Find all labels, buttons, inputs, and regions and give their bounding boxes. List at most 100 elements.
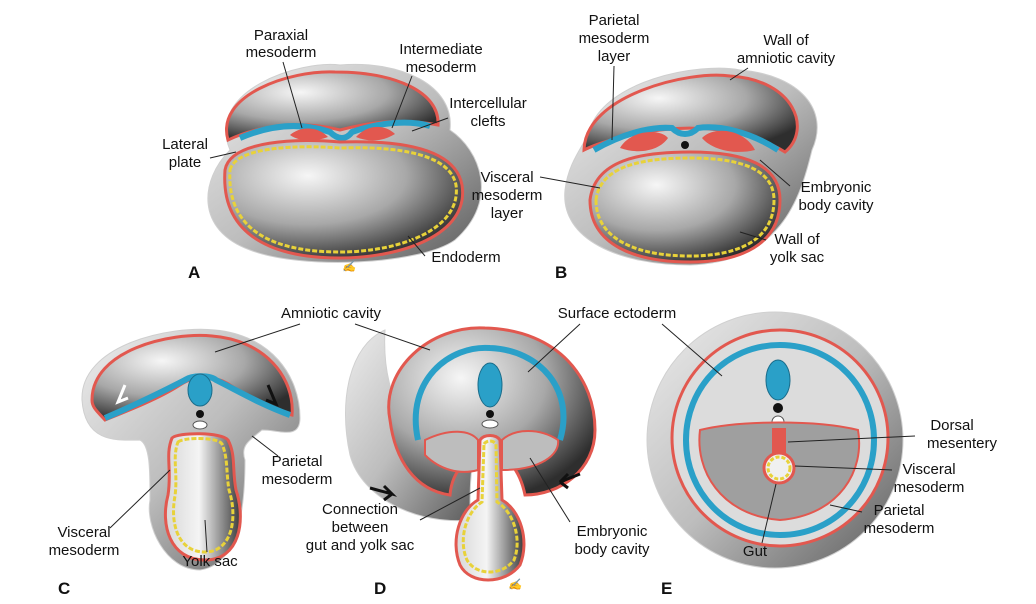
label-b-parietal-2: mesoderm (579, 30, 650, 47)
panel-b-notochord (681, 141, 689, 149)
svg-text:mesentery: mesentery (927, 435, 998, 452)
svg-text:body cavity: body cavity (574, 541, 650, 558)
svg-text:mesoderm: mesoderm (49, 542, 120, 559)
label-a-clefts-1: Intercellular (449, 95, 527, 112)
label-b-visceral-2: mesoderm (472, 187, 543, 204)
label-e-dorsal-1: Dorsal (930, 417, 973, 434)
label-c-parietal-1: Parietal (272, 453, 323, 470)
label-surface-ectoderm: Surface ectoderm (558, 305, 676, 322)
panel-e (646, 311, 904, 569)
panel-c (81, 328, 301, 571)
panel-e-notochord (773, 403, 783, 413)
panel-e-neural-tube (765, 359, 791, 401)
panel-e-labels: Dorsal mesentery Visceral mesoderm Parie… (661, 417, 998, 598)
panel-c-notochord (196, 410, 204, 418)
label-b-yolk-wall-2: yolk sac (770, 249, 825, 266)
svg-text:mesoderm: mesoderm (406, 59, 477, 76)
label-b-visceral-3: layer (491, 205, 524, 222)
leader-c-visceral (109, 469, 171, 529)
svg-text:mesoderm: mesoderm (262, 471, 333, 488)
svg-text:clefts: clefts (470, 113, 505, 130)
label-a-lateral-2: plate (169, 154, 202, 171)
label-b-amnion-wall-1: Wall of (763, 32, 809, 49)
panel-b-letter: B (555, 263, 567, 282)
svg-text:between: between (332, 519, 389, 536)
panel-c-endoderm (172, 437, 235, 554)
svg-text:Lateral: Lateral (162, 136, 208, 153)
svg-text:mesoderm: mesoderm (894, 479, 965, 496)
panel-d-arrow-right (558, 472, 581, 490)
label-e-gut: Gut (743, 543, 768, 560)
label-b-visceral-1: Visceral (480, 169, 533, 186)
label-e-dorsal-2: mesentery (927, 435, 998, 452)
label-a-paraxial-1: Paraxial (254, 27, 308, 44)
label-amniotic-cavity: Amniotic cavity (281, 305, 382, 322)
panel-e-ectoderm (682, 341, 878, 539)
panel-d-gut-stalk (454, 434, 526, 582)
label-d-connection-3: gut and yolk sac (306, 537, 415, 554)
svg-text:Intercellular: Intercellular (449, 95, 527, 112)
leader-e-parietal (829, 504, 863, 513)
svg-text:body cavity: body cavity (798, 197, 874, 214)
panel-a-paraxial-mesoderm (290, 126, 395, 141)
svg-text:mesoderm: mesoderm (246, 44, 317, 61)
svg-text:Dorsal: Dorsal (930, 417, 973, 434)
panel-a-yolk-sac (223, 138, 465, 260)
panel-c-fold-arrow-right (265, 384, 279, 407)
panel-c-neural-tube (187, 373, 213, 407)
label-a-clefts-2: clefts (470, 113, 505, 130)
label-d-body-cavity-1: Embryonic (577, 523, 648, 540)
leader-d-body-cavity (529, 457, 571, 523)
panel-d-endoderm (461, 439, 519, 574)
svg-text:gut and yolk sac: gut and yolk sac (306, 537, 415, 554)
svg-text:Visceral: Visceral (57, 524, 110, 541)
svg-text:Embryonic: Embryonic (801, 179, 872, 196)
panel-d-aorta (481, 419, 499, 429)
label-b-parietal-3: layer (598, 48, 631, 65)
leader-b-visceral (539, 176, 601, 189)
label-b-amnion-wall-2: amniotic cavity (737, 50, 836, 67)
svg-text:amniotic cavity: amniotic cavity (737, 50, 836, 67)
label-e-parietal-1: Parietal (874, 502, 925, 519)
svg-text:Endoderm: Endoderm (431, 249, 500, 266)
label-a-lateral-1: Lateral (162, 136, 208, 153)
panel-c-letter: C (58, 579, 70, 598)
panel-e-dorsal-mesentery (772, 428, 786, 455)
leader-e-gut (761, 483, 777, 544)
panel-d-ectoderm (412, 344, 567, 441)
leader-amniotic-cavity-c (214, 323, 301, 353)
svg-text:Paraxial: Paraxial (254, 27, 308, 44)
panel-a-labels: Paraxial mesoderm Intermediate mesoderm … (162, 27, 527, 282)
svg-text:yolk sac: yolk sac (770, 249, 825, 266)
leader-b-yolk-wall (739, 231, 767, 241)
panel-c-labels: Parietal mesoderm Visceral mesoderm Yolk… (49, 435, 333, 598)
leader-surface-ectoderm-e (661, 323, 723, 377)
svg-text:Visceral: Visceral (480, 169, 533, 186)
label-c-yolk-sac: Yolk sac (182, 553, 238, 570)
svg-text:Wall of: Wall of (763, 32, 809, 49)
svg-text:mesoderm: mesoderm (472, 187, 543, 204)
panel-c-dorsal-aorta (192, 420, 208, 430)
label-d-connection-1: Connection (322, 501, 398, 518)
panel-e-gut-endoderm (766, 455, 792, 481)
leader-amniotic-cavity-d (354, 323, 431, 351)
label-c-visceral-2: mesoderm (49, 542, 120, 559)
leader-a-endoderm (407, 235, 426, 257)
panel-b-mesoderm-blocks (620, 130, 755, 152)
label-c-parietal-2: mesoderm (262, 471, 333, 488)
label-c-visceral-1: Visceral (57, 524, 110, 541)
label-b-body-cavity-1: Embryonic (801, 179, 872, 196)
svg-text:Parietal: Parietal (589, 12, 640, 29)
panel-c-fold-arrow-left (115, 384, 129, 405)
panel-d-labels: Connection between gut and yolk sac Embr… (306, 457, 650, 598)
panel-b-yolk-sac (588, 150, 782, 264)
panel-d-signature: ✍ (508, 578, 524, 591)
leader-b-parietal (611, 65, 615, 141)
shared-labels: Amniotic cavity Surface ectoderm (214, 305, 723, 377)
svg-text:Wall of: Wall of (774, 231, 820, 248)
svg-text:mesoderm: mesoderm (579, 30, 650, 47)
leader-b-amnion-wall (729, 67, 749, 81)
svg-text:mesoderm: mesoderm (864, 520, 935, 537)
panel-a-letter: A (188, 263, 200, 282)
